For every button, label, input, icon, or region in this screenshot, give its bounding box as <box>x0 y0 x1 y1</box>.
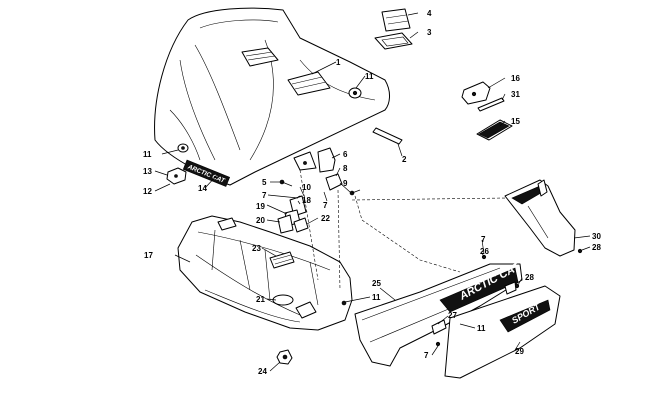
callout-27: 27 <box>448 311 457 320</box>
callout-15: 15 <box>511 117 520 126</box>
part-8-shape <box>325 173 343 191</box>
hood-assembly: ARCTIC CAT <box>154 7 390 187</box>
part-16-shape <box>461 81 491 105</box>
part-31-shape <box>477 97 505 112</box>
callout-2: 2 <box>402 155 407 164</box>
callout-14: 14 <box>198 184 207 193</box>
callout-13: 13 <box>143 167 152 176</box>
bumper-end <box>504 179 576 257</box>
callout-16: 16 <box>511 74 520 83</box>
callout-20: 20 <box>256 216 265 225</box>
callout-9: 9 <box>343 179 348 188</box>
callout-7-panel: 7 <box>481 235 486 244</box>
part-28-screw <box>577 248 583 254</box>
leader-lines <box>154 12 591 372</box>
callout-28-panel: 28 <box>525 273 534 282</box>
callout-17: 17 <box>144 251 153 260</box>
callout-30: 30 <box>592 232 601 241</box>
callout-12: 12 <box>143 187 152 196</box>
callout-8: 8 <box>343 164 348 173</box>
callout-7-left: 7 <box>262 191 267 200</box>
callout-22: 22 <box>321 214 330 223</box>
callout-29: 29 <box>515 347 524 356</box>
callout-21: 21 <box>256 295 265 304</box>
callout-31: 31 <box>511 90 520 99</box>
callout-11-left: 11 <box>143 150 152 159</box>
callout-26: 26 <box>480 247 489 256</box>
callout-4: 4 <box>427 9 432 18</box>
callout-23: 23 <box>252 244 261 253</box>
callout-5: 5 <box>262 178 267 187</box>
callout-11-nosepan: 11 <box>372 293 381 302</box>
callout-11-panel: 11 <box>477 324 486 333</box>
part-7-screw <box>435 341 441 347</box>
part-22-shape <box>293 217 309 233</box>
callout-1: 1 <box>336 58 341 67</box>
part-4-shape <box>381 8 411 32</box>
side-decal: SPORT <box>444 285 561 379</box>
callout-25: 25 <box>372 279 381 288</box>
callout-28-bumper: 28 <box>592 243 601 252</box>
callout-11-hood: 11 <box>365 72 374 81</box>
callout-labels: 4 3 1 11 16 31 15 2 11 13 12 14 6 8 9 7 … <box>143 9 601 376</box>
callout-7-bracket: 7 <box>323 201 328 210</box>
callout-6: 6 <box>343 150 348 159</box>
callout-7-bottom: 7 <box>424 351 429 360</box>
nosepan-assembly <box>177 215 353 331</box>
callout-18: 18 <box>302 196 311 205</box>
callout-24: 24 <box>258 367 267 376</box>
part-28b-screw <box>514 283 520 289</box>
part-2-shape <box>372 127 403 145</box>
part-6-shape <box>317 147 336 173</box>
callout-19: 19 <box>256 202 265 211</box>
hinge-plate <box>293 151 317 171</box>
part-20-shape <box>277 214 294 234</box>
callout-3: 3 <box>427 28 432 37</box>
callout-10: 10 <box>302 183 311 192</box>
